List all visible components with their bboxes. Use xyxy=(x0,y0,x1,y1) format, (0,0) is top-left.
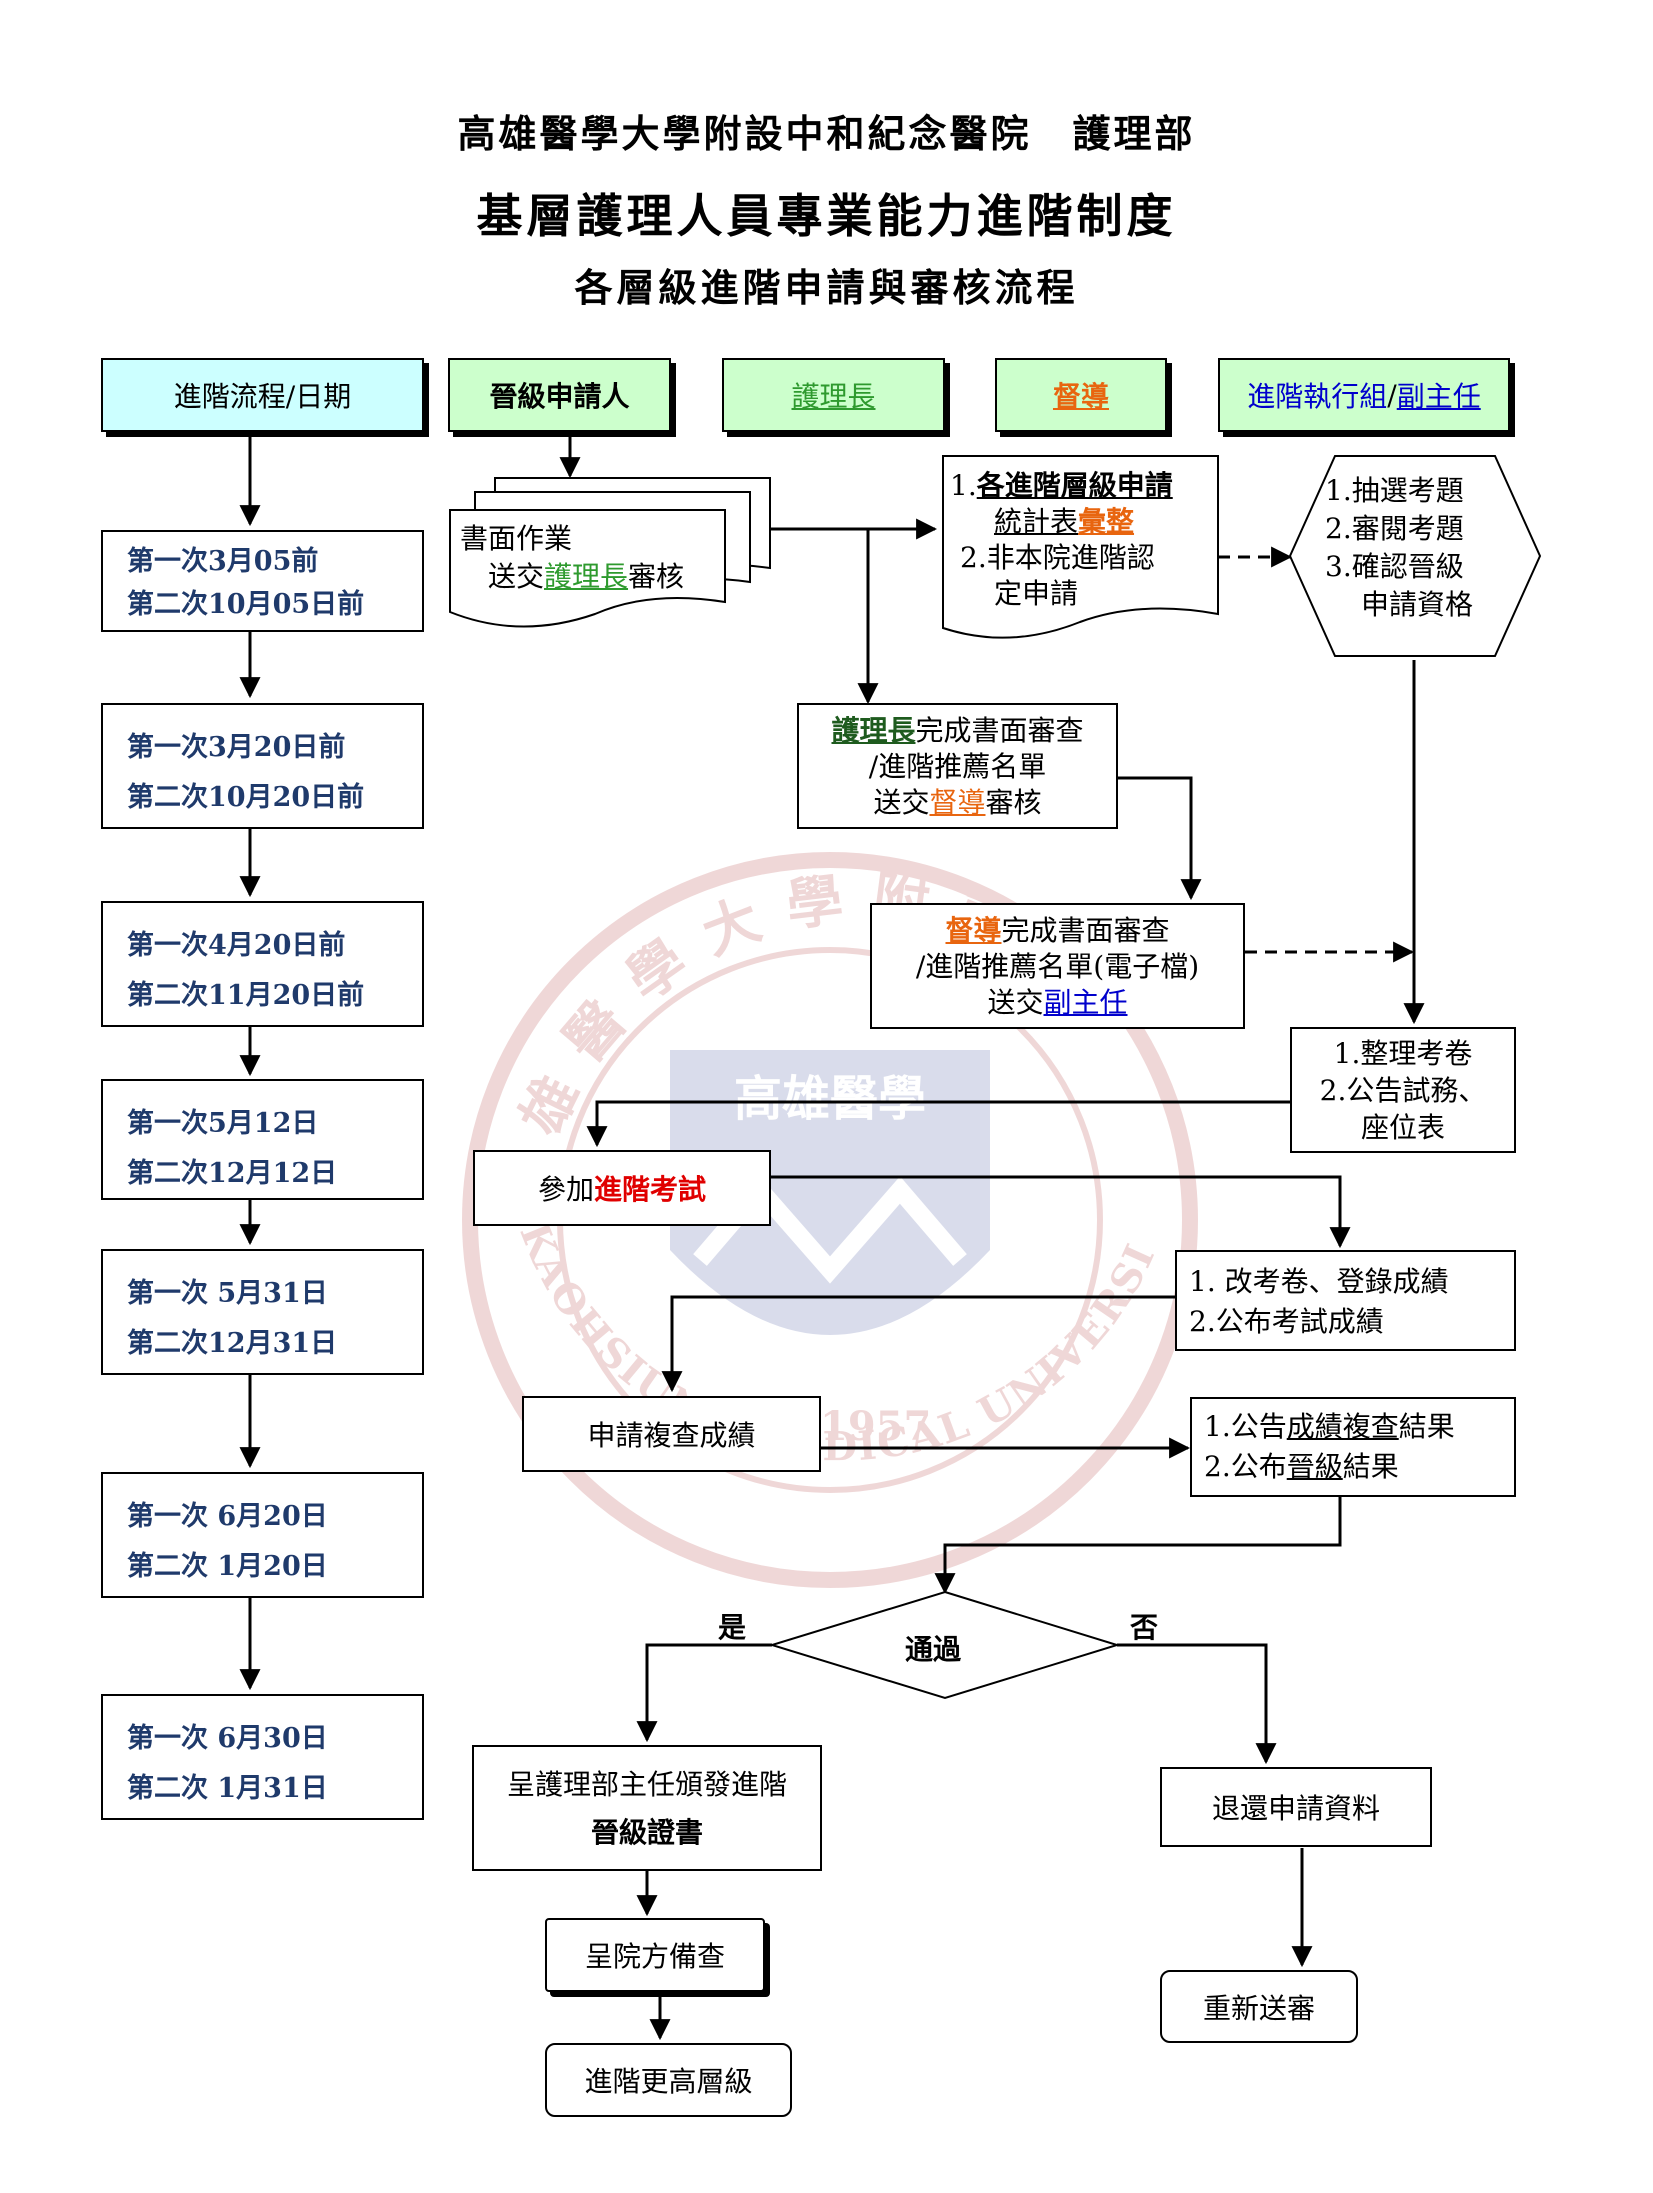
application-statistics: 1.各進階層級申請 統計表彙整 2.非本院進階認 定申請 xyxy=(950,469,1173,610)
results-announcement-box: 1.公告成績複查結果 2.公布晉級結果 xyxy=(1190,1397,1516,1497)
date-box-4-second: 第二次12月12日 xyxy=(127,1158,338,1189)
column-header-head-nurse-label: 護理長 xyxy=(791,380,876,413)
exam-question-tasks: 1.抽選考題 2.審閱考題 3.確認晉級 申請資格 xyxy=(1325,474,1474,621)
document-submission-head-nurse: 護理長 xyxy=(544,560,629,593)
date-box-1-first: 第一次3月05前 xyxy=(127,546,319,577)
column-header-separator: / xyxy=(1387,378,1397,412)
column-header-dates: 進階流程/日期 xyxy=(101,358,424,432)
date-box-6-first: 第一次 6月20日 xyxy=(127,1501,328,1532)
date-box-7-first: 第一次 6月30日 xyxy=(127,1723,328,1754)
column-header-applicant: 晉級申請人 xyxy=(448,358,671,432)
decision-label: 通過 xyxy=(905,1633,962,1666)
column-header-dates-label: 進階流程/日期 xyxy=(173,380,352,413)
return-application-box: 退還申請資料 xyxy=(1160,1767,1432,1847)
date-box-3-second: 第二次11月20日前 xyxy=(127,980,365,1011)
document-submission: 書面作業 送交護理長審核 xyxy=(460,520,725,596)
resubmit-box: 重新送審 xyxy=(1160,1970,1358,2043)
system-title: 基層護理人員專業能力進階制度 xyxy=(476,189,1177,243)
column-header-applicant-label: 晉級申請人 xyxy=(489,380,630,413)
date-box-5-second: 第二次12月31日 xyxy=(127,1328,338,1359)
exam-preparation-box: 1.整理考卷 2.公告試務、 座位表 xyxy=(1290,1027,1516,1153)
application-statistics-title: 各進階層級申請 xyxy=(976,469,1173,502)
date-box-7: 第一次 6月30日 第二次 1月31日 xyxy=(101,1694,424,1820)
score-recheck-box: 申請複查成績 xyxy=(522,1396,821,1472)
column-header-head-nurse: 護理長 xyxy=(722,358,945,432)
date-box-4: 第一次5月12日 第二次12月12日 xyxy=(101,1079,424,1200)
date-box-4-first: 第一次5月12日 xyxy=(127,1108,319,1139)
date-box-1: 第一次3月05前 第二次10月05日前 xyxy=(101,530,424,632)
column-header-supervisor: 督導 xyxy=(995,358,1167,432)
certificate-box: 呈護理部主任頒發進階 晉級證書 xyxy=(472,1745,822,1871)
process-subtitle: 各層級進階申請與審核流程 xyxy=(574,265,1079,310)
next-level-box: 進階更高層級 xyxy=(545,2043,792,2117)
decision-yes-label: 是 xyxy=(718,1611,747,1644)
date-box-2: 第一次3月20日前 第二次10月20日前 xyxy=(101,703,424,829)
date-box-7-second: 第二次 1月31日 xyxy=(127,1773,328,1804)
supervisor-review-box: 督導完成書面審查 /進階推薦名單(電子檔) 送交副主任 xyxy=(870,903,1245,1029)
watermark-year: 1957 xyxy=(820,1403,931,1450)
hospital-department-title: 高雄醫學大學附設中和紀念醫院 護理部 xyxy=(457,111,1196,156)
decision-no-label: 否 xyxy=(1130,1611,1159,1644)
column-header-exec-group-label: 進階執行組 xyxy=(1247,380,1388,413)
date-box-5: 第一次 5月31日 第二次12月31日 xyxy=(101,1249,424,1375)
column-header-exec-group: 進階執行組/副主任 xyxy=(1218,358,1510,432)
date-box-6-second: 第二次 1月20日 xyxy=(127,1551,328,1582)
document-submission-line1: 書面作業 xyxy=(460,522,573,555)
column-header-supervisor-label: 督導 xyxy=(1052,380,1109,413)
take-exam-box: 參加進階考試 xyxy=(473,1150,771,1226)
date-box-2-second: 第二次10月20日前 xyxy=(127,782,365,813)
date-box-6: 第一次 6月20日 第二次 1月20日 xyxy=(101,1472,424,1598)
date-box-1-second: 第二次10月05日前 xyxy=(127,589,365,620)
archive-box: 呈院方備查 xyxy=(545,1918,765,1992)
date-box-2-first: 第一次3月20日前 xyxy=(127,732,346,763)
date-box-5-first: 第一次 5月31日 xyxy=(127,1278,328,1309)
head-nurse-review-box: 護理長完成書面審查 /進階推薦名單 送交督導審核 xyxy=(797,703,1118,829)
column-header-deputy-label: 副主任 xyxy=(1396,380,1481,413)
date-box-3: 第一次4月20日前 第二次11月20日前 xyxy=(101,901,424,1027)
grading-box: 1. 改考卷、登錄成績 2.公布考試成績 xyxy=(1175,1250,1516,1351)
watermark-emblem-text: 高雄醫學 xyxy=(734,1071,926,1127)
date-box-3-first: 第一次4月20日前 xyxy=(127,930,346,961)
